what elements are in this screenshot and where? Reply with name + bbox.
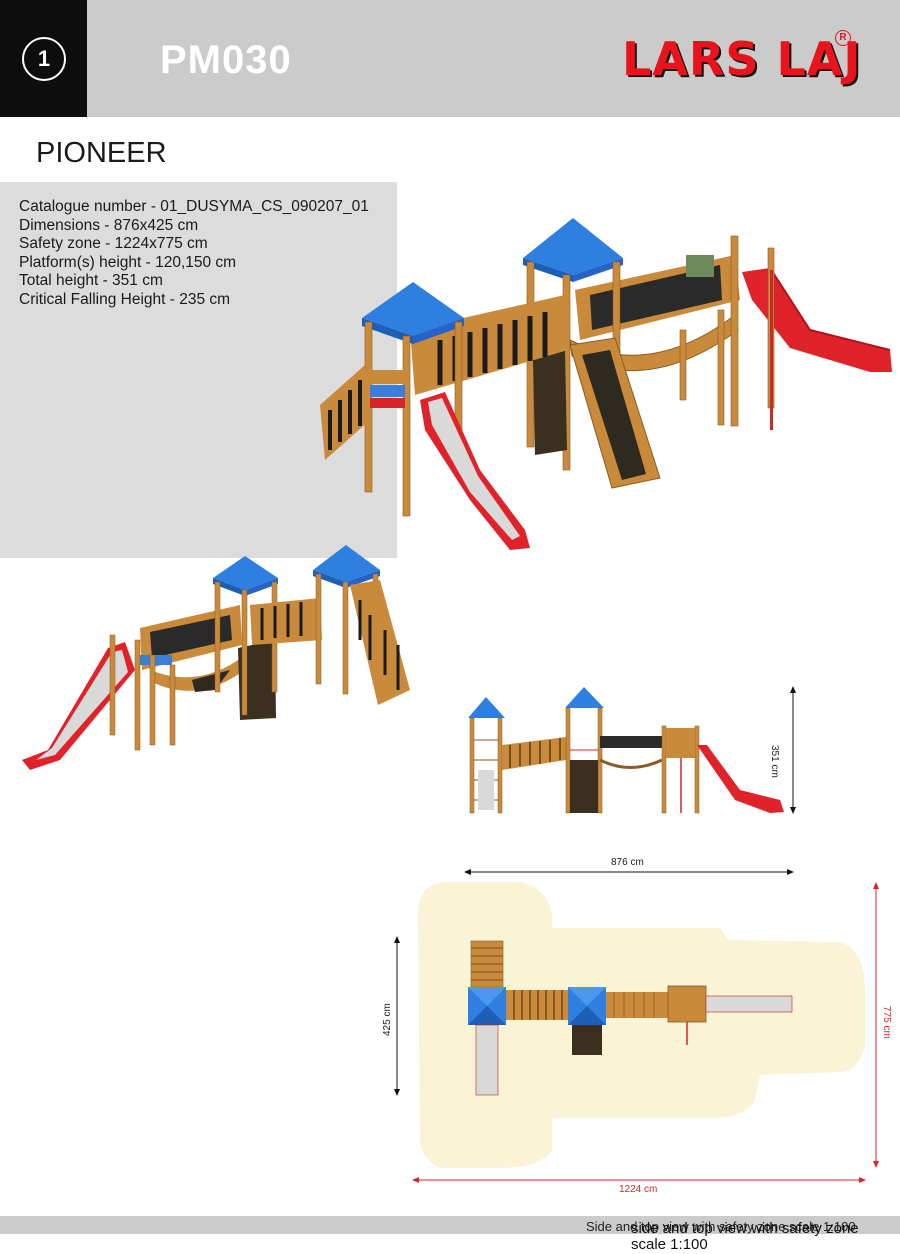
spec-list: Catalogue number - 01_DUSYMA_CS_090207_0… (19, 198, 369, 309)
footer-caption-small: Side and top view with safety zone scale… (586, 1219, 856, 1234)
badge-block: 1 (0, 0, 87, 117)
footer-caption-line2: scale 1:100 (631, 1236, 708, 1253)
width-dimension-label: 876 cm (611, 857, 644, 868)
spec-safety-zone: Safety zone - 1224x775 cm (19, 235, 208, 252)
spec-falling-height: Critical Falling Height - 235 cm (19, 290, 231, 308)
footer-caption: side and top view with safety zone scale… (631, 1221, 859, 1253)
side-view (468, 686, 796, 814)
spec-catalogue: Catalogue number - 01_DUSYMA_CS_090207_0… (19, 198, 369, 215)
brand-logo: LARS LAJ (622, 32, 862, 86)
spec-panel (0, 182, 397, 558)
height-dimension-label: 351 cm (769, 745, 780, 778)
product-name: PIONEER (36, 137, 167, 169)
perspective-view-back (22, 545, 410, 770)
product-code: PM030 (160, 38, 292, 82)
zone-depth-dimension-label: 775 cm (881, 1006, 892, 1039)
page-number-badge: 1 (22, 37, 66, 81)
spec-dimensions: Dimensions - 876x425 cm (19, 216, 199, 234)
zone-width-dimension-label: 1224 cm (619, 1184, 658, 1195)
perspective-view-front (320, 218, 892, 550)
top-view (394, 869, 879, 1183)
header-bar (0, 0, 900, 117)
spec-platform-height: Platform(s) height - 120,150 cm (19, 253, 237, 271)
spec-total-height: Total height - 351 cm (19, 272, 163, 289)
footer-bar (0, 1216, 900, 1234)
depth-dimension-label: 425 cm (382, 1003, 393, 1036)
registered-mark: R (835, 30, 851, 46)
footer-caption-line1: side and top view with safety zone (631, 1220, 859, 1237)
